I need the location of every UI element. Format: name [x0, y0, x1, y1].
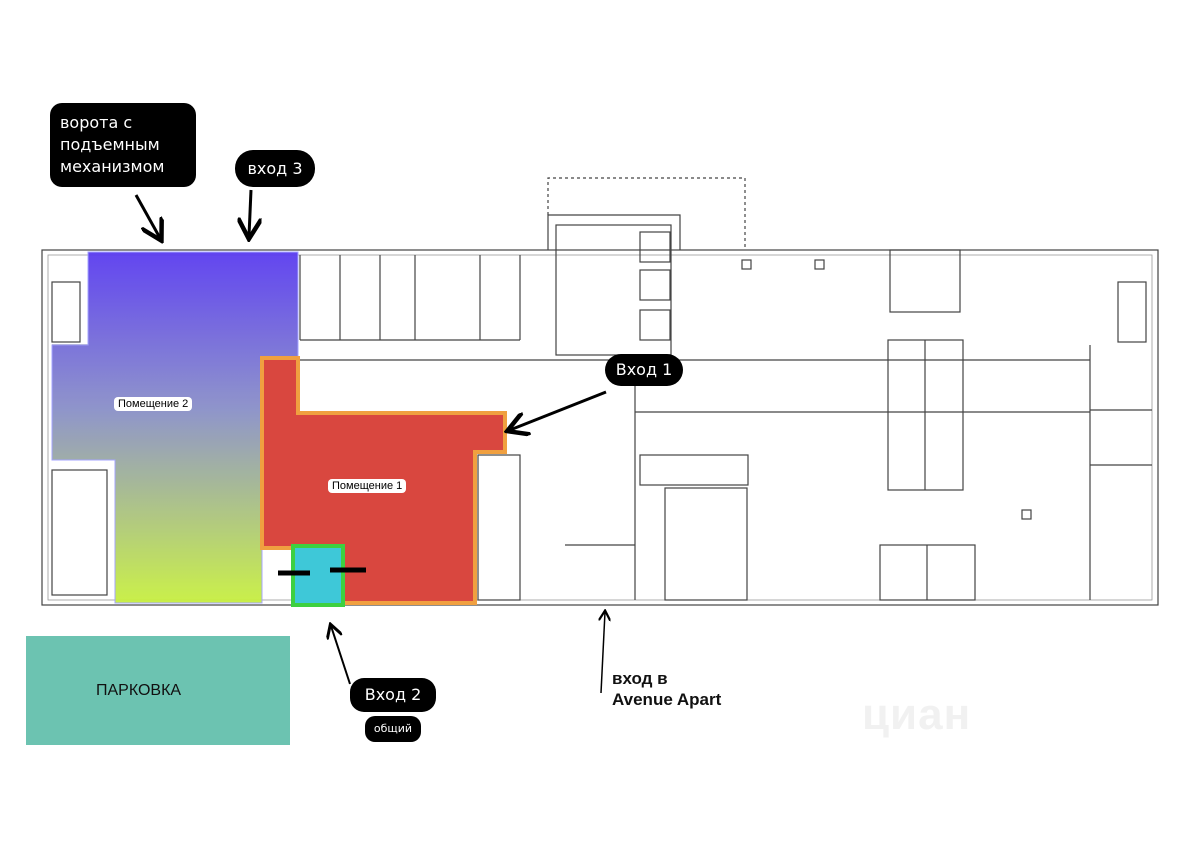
room-2-area[interactable] — [51, 251, 299, 604]
avenue-entrance-label: вход в Avenue Apart — [612, 668, 721, 710]
gate-callout-line: механизмом — [60, 157, 165, 176]
parking-label: ПАРКОВКА — [96, 681, 182, 699]
watermark-logo: циан — [862, 690, 972, 739]
entrance-1-callout: Вход 1 — [605, 354, 683, 386]
entrance-2-callout: Вход 2 — [350, 678, 436, 712]
gate-callout: ворота с подъемным механизмом — [50, 103, 196, 187]
room-1-label: Помещение 1 — [328, 479, 407, 493]
avenue-entrance-line2: Avenue Apart — [612, 690, 722, 709]
gate-arrow — [134, 194, 160, 238]
avenue-arrow — [601, 612, 605, 694]
parking-area: ПАРКОВКА — [26, 636, 290, 745]
room-2-label: Помещение 2 — [114, 397, 193, 411]
entrance-2-arrow — [331, 626, 351, 685]
avenue-entrance-line1: вход в — [612, 669, 668, 688]
entrance-3-callout: вход 3 — [235, 150, 315, 187]
entrance-3-arrow — [249, 189, 251, 236]
entrance-2-note: общий — [365, 716, 421, 742]
gate-callout-line: подъемным — [60, 135, 160, 154]
gate-callout-line: ворота с — [60, 113, 133, 132]
entrance-1-arrow — [510, 390, 607, 430]
